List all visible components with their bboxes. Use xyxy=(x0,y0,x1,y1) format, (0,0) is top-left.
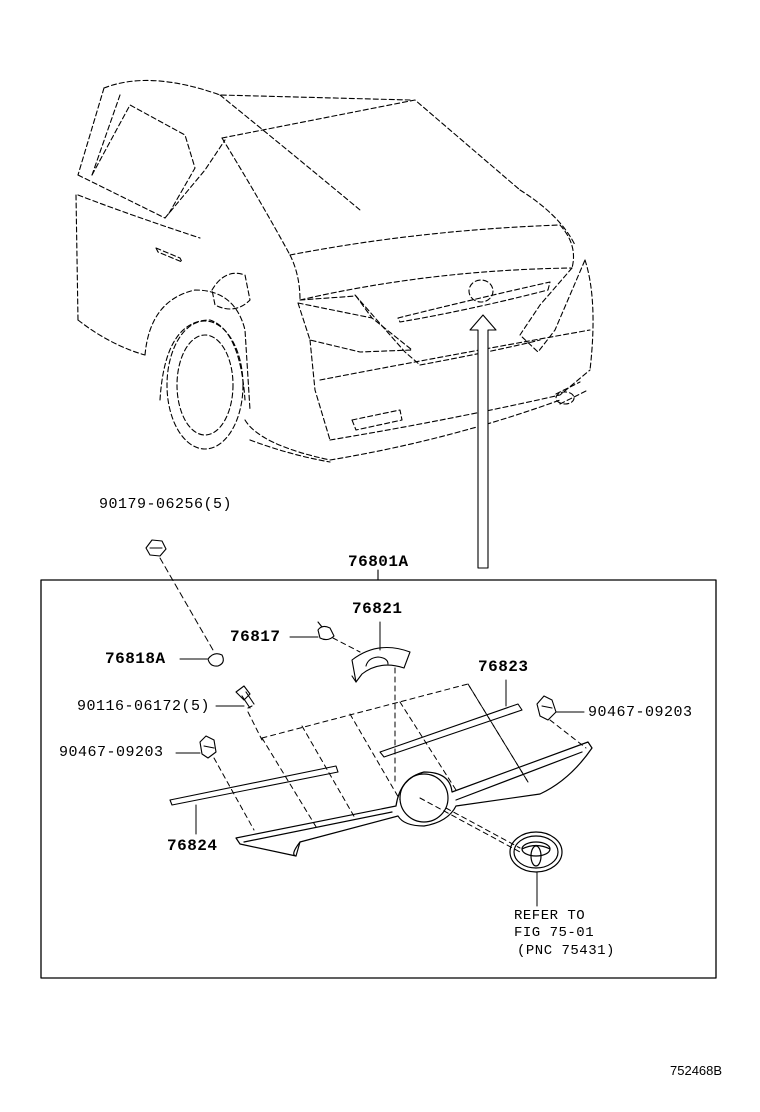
moulding-76824 xyxy=(169,765,339,806)
label-76824: 76824 xyxy=(167,837,218,855)
garnish-main xyxy=(235,741,593,857)
label-90179-06256: 90179-06256(5) xyxy=(99,496,233,513)
label-76823: 76823 xyxy=(478,658,529,676)
label-90467-09203-left: 90467-09203 xyxy=(59,744,164,761)
stud-90116 xyxy=(235,685,255,709)
refer-text-line2: FIG 75-01 xyxy=(514,925,595,941)
clip-76817 xyxy=(317,621,335,641)
leader-dash-emblem xyxy=(445,807,521,849)
leader-dash-76817 xyxy=(332,637,361,653)
car-rear-view xyxy=(75,79,594,463)
label-76818A: 76818A xyxy=(105,650,166,668)
leader-dash-90467-right xyxy=(549,719,587,749)
label-76817: 76817 xyxy=(230,628,281,646)
clip-90179 xyxy=(145,539,167,557)
location-arrow xyxy=(469,314,497,569)
refer-text-line3: (PNC 75431) xyxy=(517,943,615,959)
alignment-dashes xyxy=(261,683,529,853)
label-90116-06172: 90116-06172(5) xyxy=(77,698,211,715)
figure-number: 752468B xyxy=(670,1063,723,1078)
nut-76818A xyxy=(207,653,224,667)
clip-90467-left xyxy=(199,735,217,759)
moulding-76823 xyxy=(379,703,523,758)
refer-text-line1: REFER TO xyxy=(514,908,586,924)
label-76801A: 76801A xyxy=(348,553,409,571)
label-76821: 76821 xyxy=(352,600,403,618)
assembly-box-76801A xyxy=(40,579,717,979)
leader-dash-90467-left xyxy=(213,757,255,831)
bracket-76821 xyxy=(351,647,411,683)
clip-90467-right xyxy=(536,695,557,721)
toyota-emblem-icon xyxy=(509,831,563,873)
label-90467-09203-right: 90467-09203 xyxy=(588,704,693,721)
leader-dash-90179 xyxy=(159,557,214,651)
leader-dash-90116 xyxy=(247,711,263,741)
